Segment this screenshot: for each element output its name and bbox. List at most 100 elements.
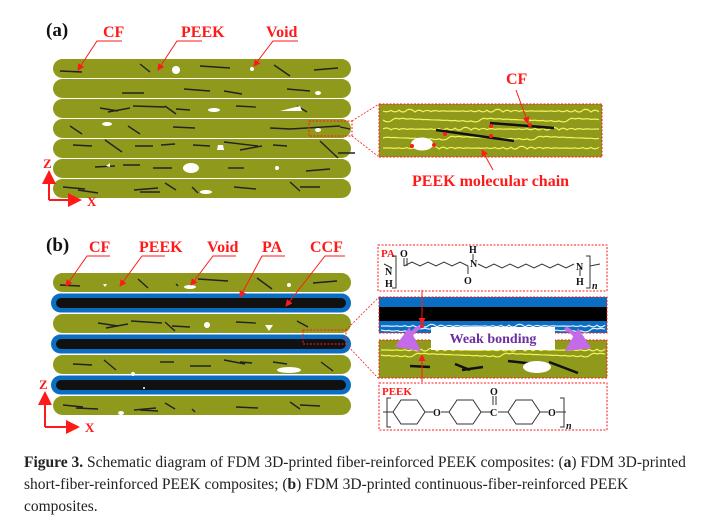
label-peek-b: PEEK — [139, 239, 183, 256]
short-fiber — [272, 361, 288, 365]
short-fiber — [164, 321, 176, 332]
panel-a-layers — [53, 59, 351, 198]
pa-structure: PA N H O O N H N H n — [377, 244, 608, 292]
void — [103, 284, 107, 287]
inset-a-chain-label: PEEK molecular chain — [412, 173, 569, 190]
x-axis-label: X — [87, 194, 97, 209]
short-fiber — [235, 406, 259, 409]
short-fiber — [97, 322, 119, 327]
short-fiber — [69, 125, 83, 135]
ccf-inset — [379, 307, 607, 321]
peek-layer — [53, 314, 351, 333]
short-fiber — [305, 168, 331, 172]
leader-peek-a — [157, 40, 202, 71]
short-fiber — [319, 140, 339, 159]
short-fiber — [160, 143, 176, 146]
leader-void-a — [253, 40, 298, 67]
short-fiber — [286, 88, 311, 92]
void — [102, 122, 112, 126]
short-fiber — [289, 181, 301, 192]
leader-cf-b — [65, 255, 110, 287]
label-ccf: CCF — [310, 239, 343, 256]
panel-a-label: (a) — [46, 20, 68, 41]
short-fiber — [172, 126, 196, 129]
short-fiber — [130, 320, 163, 324]
void — [217, 145, 224, 150]
svg-text:N: N — [385, 267, 393, 278]
void — [106, 163, 110, 167]
peek-structure-box — [378, 382, 608, 431]
short-fiber — [175, 108, 191, 111]
weak-bonding-arrow-left — [394, 325, 422, 352]
leader-ccf — [285, 255, 345, 307]
void — [184, 285, 196, 289]
short-fiber — [59, 284, 81, 287]
molecular-chain — [382, 117, 600, 123]
void — [143, 387, 145, 389]
short-fiber — [164, 105, 177, 115]
molecular-chain — [382, 126, 600, 131]
void — [315, 128, 321, 132]
void — [204, 322, 210, 328]
void — [275, 166, 279, 170]
short-fiber — [223, 141, 259, 147]
panel-b-short-fibers — [59, 277, 338, 413]
peek-bonds — [383, 396, 566, 428]
zoom-region-a — [308, 120, 353, 137]
ccf-fiber — [56, 339, 346, 349]
short-fiber — [235, 321, 257, 324]
peek-layer — [53, 273, 351, 292]
short-fiber — [72, 144, 93, 147]
short-fiber — [296, 320, 309, 328]
panel-b-layers — [51, 273, 351, 415]
short-fiber — [75, 407, 99, 410]
short-fiber — [191, 186, 199, 194]
svg-text:N: N — [470, 259, 478, 270]
short-fiber — [192, 144, 211, 147]
weak-bonding-label: Weak bonding — [450, 332, 537, 347]
molecular-chain — [382, 108, 600, 113]
z-axis-label: Z — [39, 377, 48, 392]
inset-a-cf-label: CF — [506, 71, 528, 88]
peek-layer — [53, 159, 351, 178]
svg-text:H: H — [385, 279, 393, 290]
short-fiber — [289, 401, 301, 410]
panel-a: (a) CF PEEK Void Z X — [42, 20, 603, 209]
short-fiber — [183, 88, 211, 92]
svg-text:n: n — [592, 281, 598, 292]
void — [263, 417, 280, 418]
svg-text:O: O — [400, 249, 408, 260]
short-fiber — [299, 404, 321, 407]
void — [183, 163, 199, 173]
short-fiber — [312, 280, 338, 284]
short-fiber — [133, 187, 159, 191]
svg-text:H: H — [576, 277, 584, 288]
short-fiber — [139, 409, 159, 412]
short-fiber — [269, 127, 291, 130]
short-fiber — [171, 325, 191, 328]
bond-points — [410, 123, 532, 148]
short-fiber — [223, 359, 246, 365]
void — [250, 67, 254, 71]
void — [208, 108, 220, 112]
leader-cf-a — [77, 40, 122, 71]
short-fiber — [239, 361, 253, 364]
void — [287, 283, 291, 287]
inset-void — [411, 137, 433, 151]
leader-pa — [239, 255, 285, 298]
label-pa: PA — [262, 239, 283, 256]
label-cf-a: CF — [103, 24, 125, 41]
void — [265, 325, 273, 331]
weak-bonding-box — [431, 327, 555, 350]
pa-structure-box — [377, 244, 608, 292]
peek-layer — [53, 179, 351, 198]
short-fiber — [72, 363, 93, 366]
svg-text:N: N — [576, 262, 584, 273]
short-fiber — [272, 144, 288, 147]
short-fiber — [127, 125, 141, 135]
short-fiber — [133, 407, 157, 411]
axes-a: Z X — [42, 156, 97, 209]
panel-b: (b) CF PEEK Void PA CCF Z X PA — [38, 235, 608, 435]
short-fiber — [339, 126, 351, 130]
peek-layer — [53, 396, 351, 415]
